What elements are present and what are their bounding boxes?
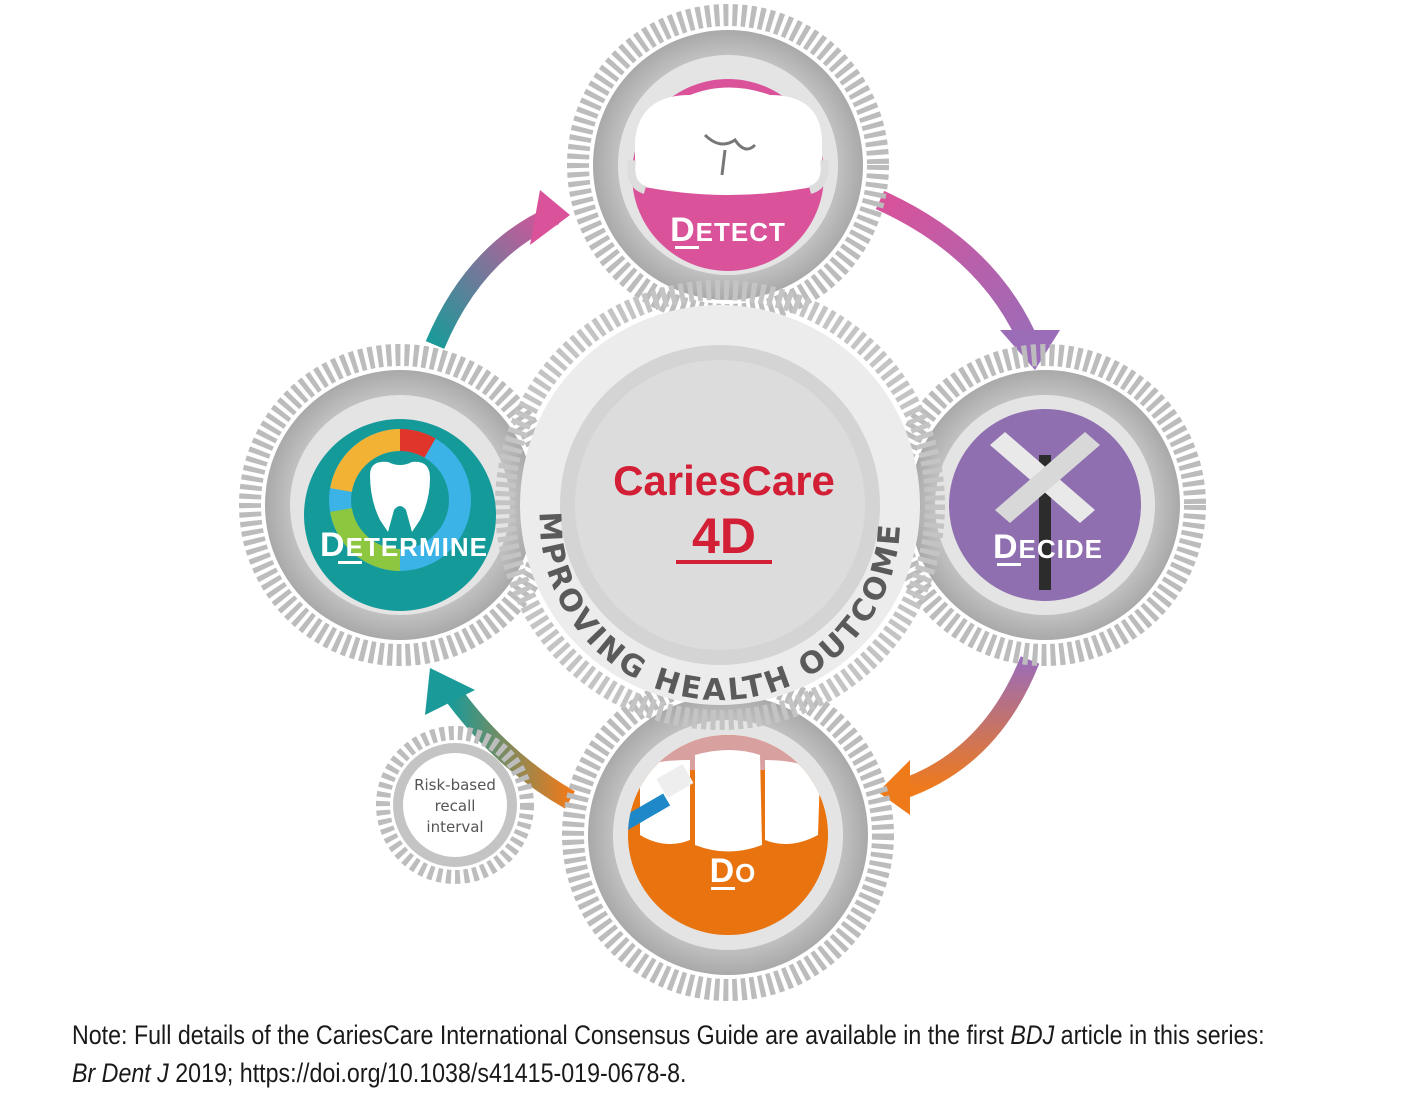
cycle-arrows — [425, 190, 1060, 815]
step-do: DO — [628, 735, 828, 935]
footnote-citation-rest: 2019; https://doi.org/10.1038/s41415-019… — [168, 1058, 687, 1088]
recall-gear: Risk-based recall interval — [376, 726, 534, 884]
determine-underline — [338, 561, 362, 564]
center-subtitle: 4D — [692, 508, 756, 564]
tooth-risk-gauge-icon — [329, 428, 471, 571]
recall-label-line1: Risk-based — [414, 776, 496, 794]
decide-underline — [997, 563, 1021, 566]
arrow-head-decide — [1000, 330, 1060, 370]
arrow-do-to-determine — [441, 684, 575, 809]
footnote-part1: Note: Full details of the CariesCare Int… — [72, 1020, 1011, 1050]
recall-label-line3: interval — [426, 818, 483, 836]
detect-label: DETECT — [670, 211, 786, 249]
arrow-head-detect — [530, 190, 570, 245]
do-label: DO — [710, 852, 757, 890]
caries-care-diagram: Risk-based recall interval IMPROVING HEA… — [0, 0, 1206, 1001]
arrow-decide-to-do — [896, 656, 1040, 800]
step-determine: DETERMINE — [304, 419, 496, 611]
arrow-head-determine — [425, 668, 475, 715]
arrow-detect-to-decide — [875, 190, 1040, 349]
detect-underline — [675, 246, 699, 249]
decide-label: DECIDE — [993, 528, 1103, 566]
determine-label: DETERMINE — [320, 526, 488, 564]
center-title: CariesCare — [613, 457, 835, 504]
footnote-journal-abbrev: BDJ — [1010, 1020, 1055, 1050]
step-detect: DETECT — [627, 79, 829, 271]
footnote-citation-journal: Br Dent J — [72, 1058, 169, 1088]
tooth-fissure-icon — [627, 87, 829, 195]
do-underline — [711, 887, 735, 890]
step-decide: DECIDE — [949, 409, 1141, 601]
crossroads-sign-icon — [990, 432, 1100, 590]
arrow-head-do — [878, 760, 910, 815]
center-underline — [676, 560, 772, 564]
recall-label-line2: recall — [435, 797, 476, 815]
footnote-part2: article in this series: — [1054, 1020, 1265, 1050]
footnote: Note: Full details of the CariesCare Int… — [72, 1016, 1265, 1092]
